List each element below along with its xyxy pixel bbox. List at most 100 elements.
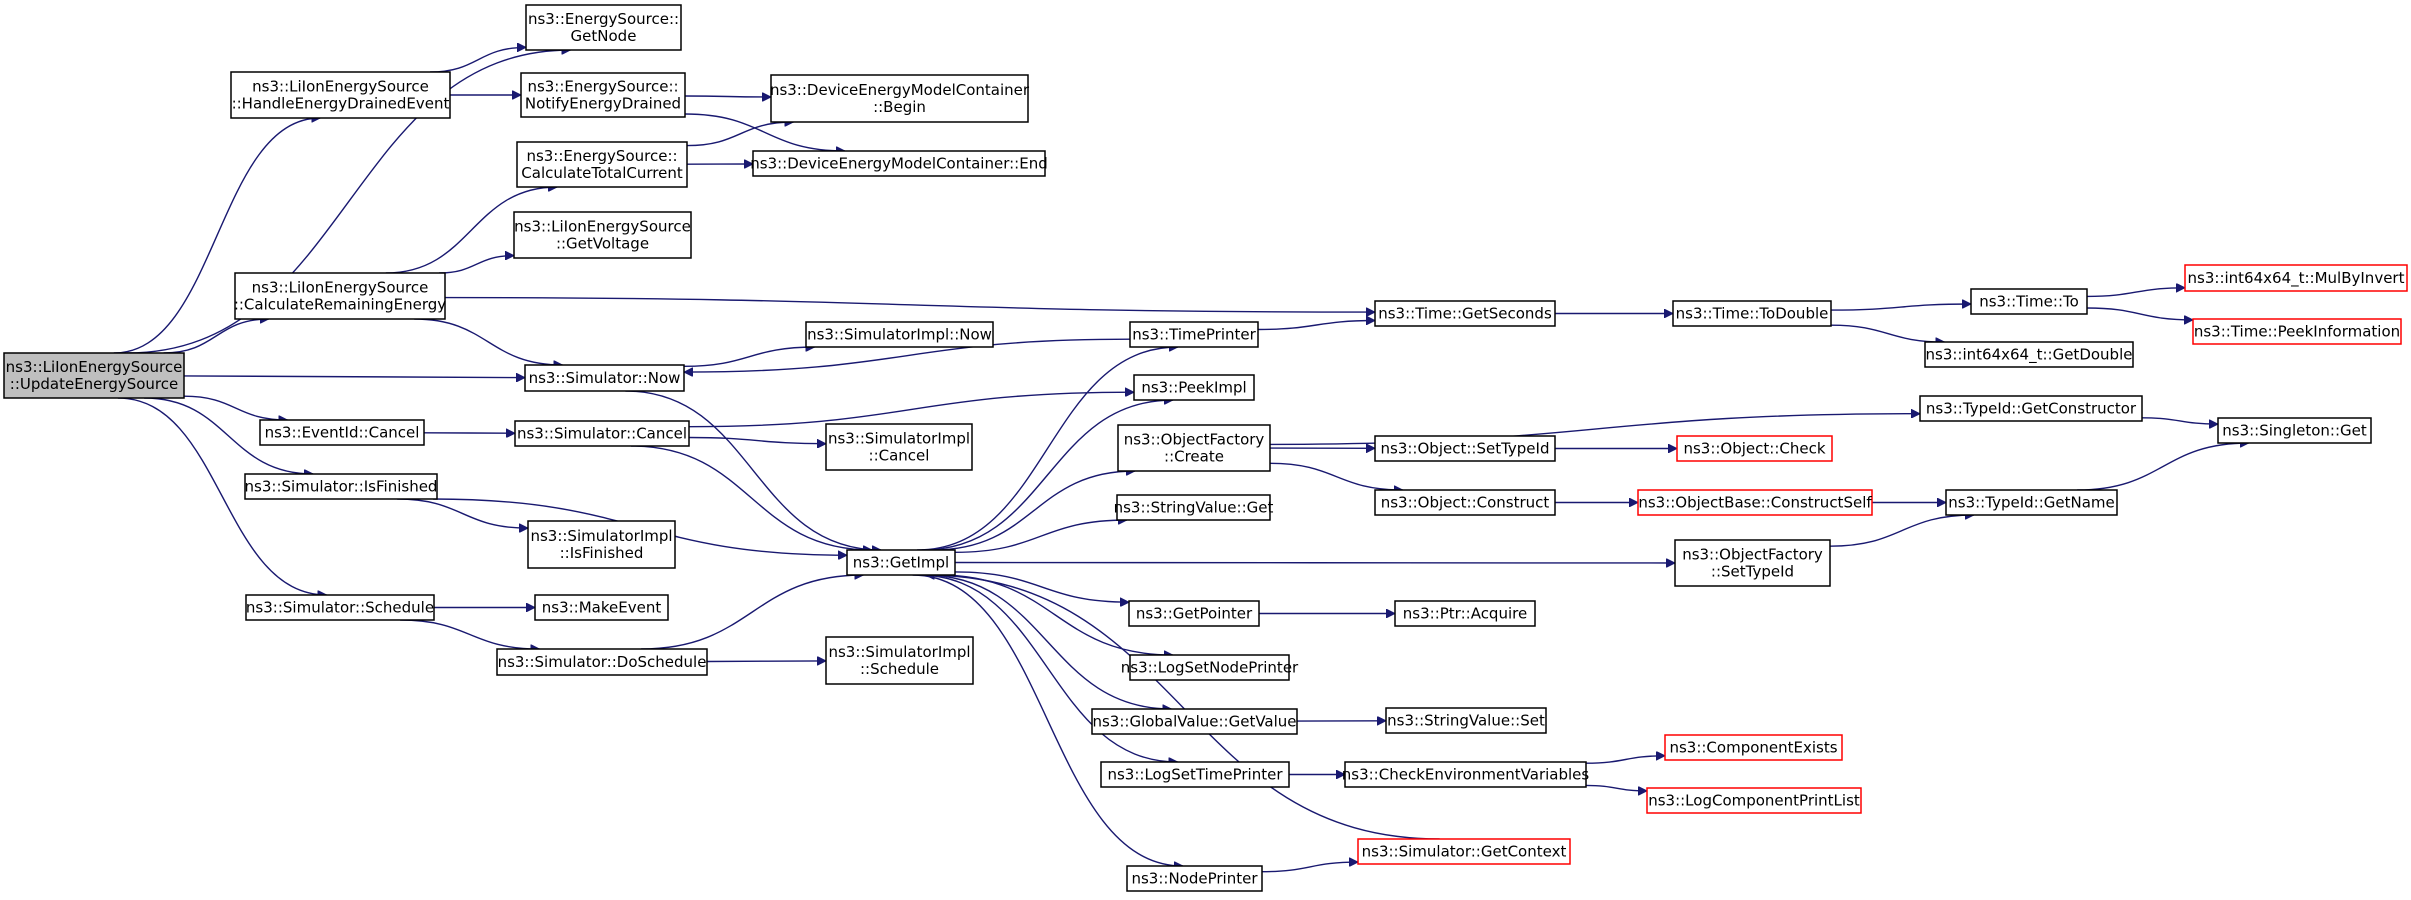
node-logsetnode-box [1129, 654, 1290, 681]
node-getnode-box [525, 4, 682, 51]
node-getseconds[interactable]: ns3::Time::GetSeconds [1374, 300, 1556, 327]
node-timeprinter[interactable]: ns3::TimePrinter [1129, 321, 1259, 348]
node-timeto[interactable]: ns3::Time::To [1970, 288, 2088, 315]
node-simgetcontext-label-0: ns3::Simulator::GetContext [1362, 843, 1567, 861]
node-simimplschedule[interactable]: ns3::SimulatorImpl::Schedule [825, 636, 974, 685]
node-calctotal-label-0: ns3::EnergySource:: [526, 147, 677, 165]
node-mulbyinvert[interactable]: ns3::int64x64_t::MulByInvert [2184, 264, 2408, 292]
node-ofcreate[interactable]: ns3::ObjectFactory::Create [1117, 424, 1271, 472]
node-calcrem[interactable]: ns3::LiIonEnergySource::CalculateRemaini… [234, 272, 446, 320]
node-peekinfo[interactable]: ns3::Time::PeekInformation [2192, 318, 2402, 345]
node-isfinished[interactable]: ns3::Simulator::IsFinished [244, 473, 438, 500]
node-objsettypeid-box [1374, 435, 1556, 462]
edge-getimpl-to-logsettime [918, 574, 1177, 762]
node-ofcreate-label-0: ns3::ObjectFactory [1124, 431, 1265, 449]
node-getvoltage[interactable]: ns3::LiIonEnergySource::GetVoltage [513, 211, 692, 259]
node-i64getdouble[interactable]: ns3::int64x64_t::GetDouble [1924, 341, 2134, 368]
node-stringget[interactable]: ns3::StringValue::Get [1114, 494, 1274, 521]
edge-update-to-isfinished [144, 397, 313, 474]
node-typeidgetctor-box [1919, 395, 2143, 422]
node-simnow[interactable]: ns3::Simulator::Now [524, 364, 685, 392]
node-nodeprinter-box [1126, 865, 1263, 892]
node-compexists[interactable]: ns3::ComponentExists [1664, 734, 1843, 761]
node-typeidgetctor-label-0: ns3::TypeId::GetConstructor [1926, 400, 2137, 418]
node-getvoltage-box [513, 211, 692, 259]
node-doschedule[interactable]: ns3::Simulator::DoSchedule [496, 648, 708, 676]
node-simimplnow[interactable]: ns3::SimulatorImpl::Now [805, 321, 994, 348]
edge-update-to-schedule [117, 397, 327, 595]
edge-update-to-calcrem [163, 319, 269, 354]
node-eventcancel-box [259, 419, 425, 446]
node-calcrem-label-0: ns3::LiIonEnergySource [252, 279, 429, 297]
node-peekimpl[interactable]: ns3::PeekImpl [1133, 374, 1255, 401]
node-constructself[interactable]: ns3::ObjectBase::ConstructSelf [1637, 489, 1873, 516]
node-objconstruct[interactable]: ns3::Object::Construct [1374, 489, 1556, 516]
node-calcrem-box [234, 272, 446, 320]
node-update[interactable]: ns3::LiIonEnergySource::UpdateEnergySour… [3, 352, 185, 399]
node-getnode[interactable]: ns3::EnergySource::GetNode [525, 4, 682, 51]
node-simcancel[interactable]: ns3::Simulator::Cancel [514, 420, 690, 447]
node-objcheck[interactable]: ns3::Object::Check [1676, 435, 1833, 462]
edge-timeprinter-to-getseconds [1257, 321, 1375, 331]
node-begin[interactable]: ns3::DeviceEnergyModelContainer::Begin [770, 74, 1030, 123]
node-simgetcontext[interactable]: ns3::Simulator::GetContext [1357, 838, 1571, 865]
edge-schedule-to-doschedule [400, 619, 539, 649]
node-logcompprint[interactable]: ns3::LogComponentPrintList [1646, 787, 1862, 814]
edge-update-to-handle [113, 118, 320, 354]
node-objsettypeid-label-0: ns3::Object::SetTypeId [1381, 440, 1550, 458]
node-mulbyinvert-label-0: ns3::int64x64_t::MulByInvert [2188, 269, 2405, 288]
node-notify[interactable]: ns3::EnergySource::NotifyEnergyDrained [520, 72, 686, 118]
node-logsettime[interactable]: ns3::LogSetTimePrinter [1100, 761, 1290, 788]
edge-simnow-to-getimpl [625, 390, 881, 550]
node-todouble-label-0: ns3::Time::ToDouble [1676, 305, 1829, 323]
node-end[interactable]: ns3::DeviceEnergyModelContainer::End [750, 150, 1048, 177]
node-calcrem-label-1: ::CalculateRemainingEnergy [234, 296, 446, 314]
edge-notify-to-end [684, 113, 845, 151]
edge-calcrem-to-calctotal [385, 187, 557, 274]
node-typeidgetname-label-0: ns3::TypeId::GetName [1948, 494, 2114, 512]
edge-timeprinter-to-simnow [684, 338, 1131, 372]
node-todouble[interactable]: ns3::Time::ToDouble [1672, 300, 1832, 327]
node-logsettime-label-0: ns3::LogSetTimePrinter [1107, 766, 1283, 784]
node-calctotal[interactable]: ns3::EnergySource::CalculateTotalCurrent [516, 141, 688, 188]
node-logsetnode[interactable]: ns3::LogSetNodePrinter [1121, 654, 1299, 681]
edge-timeto-to-mulbyinvert [2086, 288, 2185, 298]
node-makeevent[interactable]: ns3::MakeEvent [534, 594, 669, 621]
edge-todouble-to-i64getdouble [1830, 324, 1945, 342]
node-ofcreate-label-1: ::Create [1164, 448, 1224, 466]
node-doschedule-box [496, 648, 708, 676]
node-simimplisfinished[interactable]: ns3::SimulatorImpl::IsFinished [527, 520, 676, 569]
node-typeidgetname[interactable]: ns3::TypeId::GetName [1945, 489, 2118, 516]
node-ofcreate-box [1117, 424, 1271, 472]
node-getimpl[interactable]: ns3::GetImpl [846, 549, 956, 576]
node-nodeprinter-label-0: ns3::NodePrinter [1131, 870, 1258, 888]
node-stringget-box [1116, 494, 1271, 521]
node-nodeprinter[interactable]: ns3::NodePrinter [1126, 865, 1263, 892]
node-schedule[interactable]: ns3::Simulator::Schedule [245, 594, 435, 621]
edge-calcrem-to-simnow [414, 318, 562, 365]
node-timeto-label-0: ns3::Time::To [1979, 293, 2079, 311]
node-singletonget-label-0: ns3::Singleton::Get [2222, 422, 2367, 440]
edge-simcancel-to-peekimpl [688, 392, 1134, 428]
node-objsettypeid[interactable]: ns3::Object::SetTypeId [1374, 435, 1556, 462]
node-stringset[interactable]: ns3::StringValue::Set [1385, 707, 1547, 734]
node-ptracquire[interactable]: ns3::Ptr::Acquire [1394, 600, 1536, 627]
node-gvgetvalue[interactable]: ns3::GlobalValue::GetValue [1091, 708, 1298, 735]
node-getnode-label-1: GetNode [571, 27, 637, 45]
nodes: ns3::LiIonEnergySource::UpdateEnergySour… [3, 4, 2408, 892]
node-simnow-label-0: ns3::Simulator::Now [529, 369, 681, 387]
node-getpointer[interactable]: ns3::GetPointer [1128, 600, 1260, 627]
node-logcompprint-box [1646, 787, 1862, 814]
node-typeidgetctor[interactable]: ns3::TypeId::GetConstructor [1919, 395, 2143, 422]
node-ofsettypeid[interactable]: ns3::ObjectFactory::SetTypeId [1674, 539, 1831, 587]
node-peekinfo-label-0: ns3::Time::PeekInformation [2194, 323, 2400, 341]
node-simimplcancel[interactable]: ns3::SimulatorImpl::Cancel [825, 423, 973, 471]
node-checkenv[interactable]: ns3::CheckEnvironmentVariables [1342, 761, 1590, 788]
node-eventcancel[interactable]: ns3::EventId::Cancel [259, 419, 425, 446]
node-singletonget[interactable]: ns3::Singleton::Get [2217, 417, 2372, 444]
node-end-label-0: ns3::DeviceEnergyModelContainer::End [750, 155, 1047, 173]
edge-typeidgetctor-to-singletonget [2141, 417, 2218, 424]
node-handle[interactable]: ns3::LiIonEnergySource::HandleEnergyDrai… [230, 71, 451, 119]
node-isfinished-label-0: ns3::Simulator::IsFinished [245, 478, 438, 496]
edge-calcrem-to-getseconds [444, 296, 1375, 313]
